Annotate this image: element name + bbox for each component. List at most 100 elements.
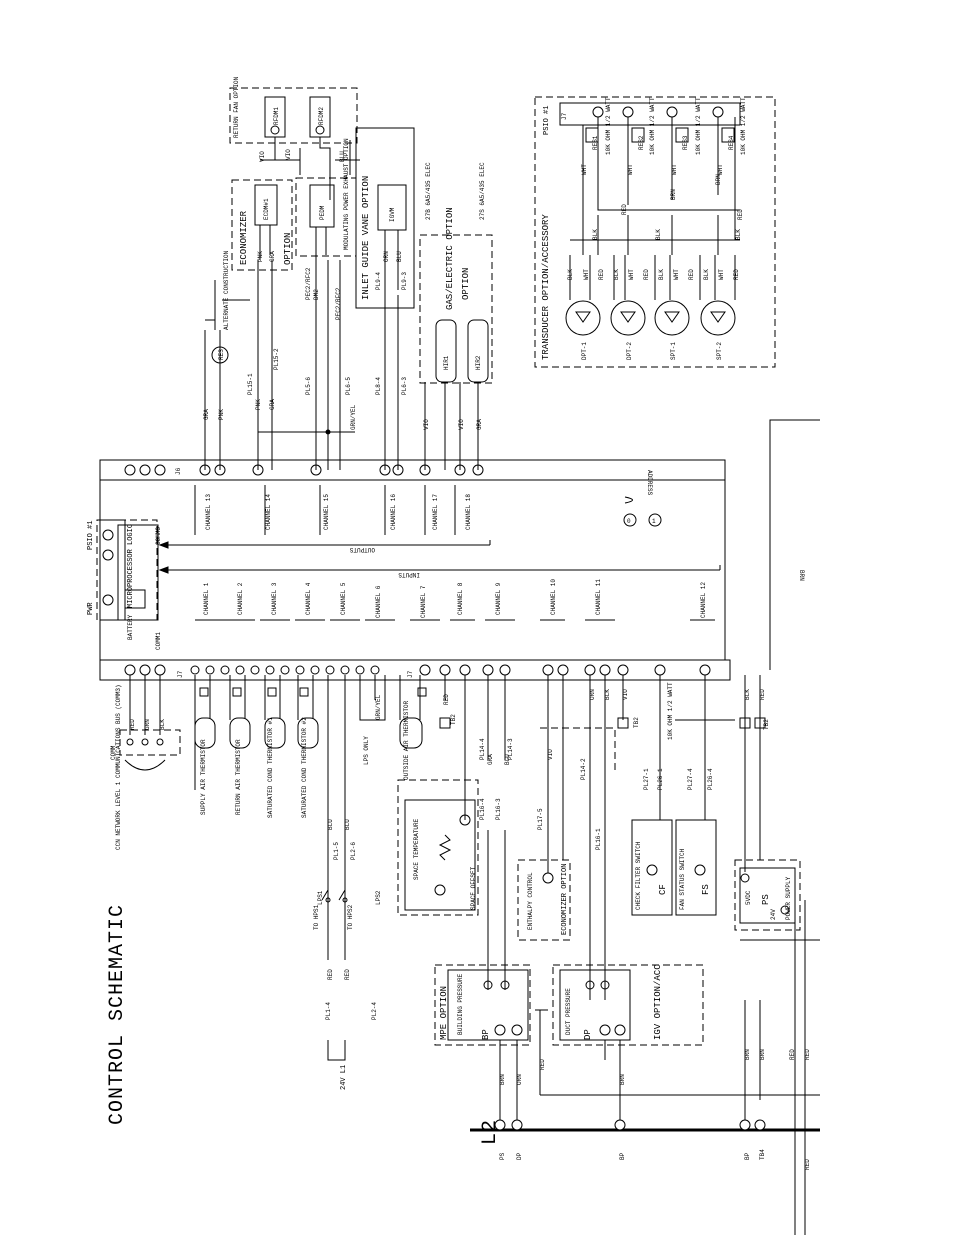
svg-text:RED: RED	[621, 204, 628, 215]
svg-text:GRN/YEL: GRN/YEL	[375, 694, 382, 720]
svg-text:RED: RED	[327, 969, 334, 980]
svg-text:DP: DP	[583, 1029, 593, 1040]
space-temp-label: SPACE TEMPERATURE	[413, 818, 420, 880]
svg-text:PL26-1: PL26-1	[657, 768, 664, 790]
svg-text:OPTION: OPTION	[461, 268, 471, 300]
svg-text:TB4: TB4	[759, 1149, 766, 1160]
svg-text:COMM3: COMM3	[155, 527, 162, 545]
svg-text:RED: RED	[344, 969, 351, 980]
svg-text:BRN: BRN	[670, 189, 677, 200]
svg-text:HIR1: HIR1	[443, 355, 450, 370]
channel-9: CHANNEL 9	[495, 582, 502, 615]
channel-3: CHANNEL 3	[271, 582, 278, 615]
svg-text:LPS2: LPS2	[375, 890, 382, 905]
channel-1: CHANNEL 1	[203, 582, 210, 615]
res4-label: RES4	[728, 135, 735, 150]
svg-text:BP: BP	[619, 1152, 626, 1160]
elec-note-2: 27S 6A5/435 ELEC	[479, 162, 486, 220]
svg-text:TB2: TB2	[450, 714, 457, 725]
svg-text:PSIO #1: PSIO #1	[87, 521, 95, 550]
svg-text:RED: RED	[759, 689, 766, 700]
svg-text:BLU: BLU	[396, 251, 403, 262]
dpt-2-label: DPT-2	[626, 342, 633, 360]
comm-connector: RED GRN BLK COMM CCN NETWORK LEVEL 1 COM…	[110, 675, 181, 850]
svg-text:PL17-5: PL17-5	[537, 808, 544, 830]
svg-text:RED: RED	[804, 1049, 811, 1060]
svg-text:PEC2/RFC2: PEC2/RFC2	[335, 287, 342, 320]
svg-text:DUCT PRESSURE: DUCT PRESSURE	[565, 988, 572, 1035]
svg-text:BLU: BLU	[339, 151, 346, 162]
mpe-option-label: MPE OPTION	[439, 986, 449, 1040]
svg-text:BP: BP	[481, 1029, 491, 1040]
svg-text:RED: RED	[598, 269, 605, 280]
psio-board: PWR PSIO #1 MICROPROCESSOR LOGIC BATTERY…	[87, 459, 731, 681]
bottom-bus: L2 PS DP BP BP TB4 BRN BRN RED RED RED B…	[470, 419, 820, 1235]
channel-17: CHANNEL 17	[432, 494, 439, 530]
svg-text:BLK: BLK	[159, 719, 166, 730]
channel-14: CHANNEL 14	[265, 494, 272, 530]
channel-8: CHANNEL 8	[457, 582, 464, 615]
svg-text:RETURN FAN OPTION: RETURN FAN OPTION	[233, 76, 240, 138]
svg-text:PL8-4: PL8-4	[375, 377, 382, 395]
svg-text:PL1-5: PL1-5	[333, 842, 340, 860]
svg-text:J7: J7	[407, 670, 414, 678]
svg-text:BLK: BLK	[703, 269, 710, 280]
svg-text:BRN: BRN	[619, 1074, 626, 1085]
svg-text:BLK: BLK	[655, 229, 662, 240]
svg-text:PS: PS	[499, 1152, 506, 1160]
svg-text:ENTHALPY CONTROL: ENTHALPY CONTROL	[527, 872, 534, 930]
svg-text:WHT: WHT	[717, 164, 724, 175]
channel-15: CHANNEL 15	[323, 494, 330, 530]
svg-text:PL2-4: PL2-4	[371, 1002, 378, 1020]
igv-option: DUCT PRESSURE DP IGV OPTION/ACC BRN	[552, 964, 704, 1100]
svg-text:PL27-4: PL27-4	[687, 768, 694, 790]
svg-text:J7: J7	[561, 112, 568, 120]
svg-text:BLU: BLU	[327, 819, 334, 830]
svg-text:PSIO #1: PSIO #1	[543, 106, 551, 135]
svg-text:GRN/YEL: GRN/YEL	[350, 404, 357, 430]
svg-text:PWR: PWR	[87, 602, 95, 615]
svg-text:MODULATING POWER EXHAUST OPTIO: MODULATING POWER EXHAUST OPTION	[343, 138, 350, 250]
svg-text:GRN: GRN	[144, 719, 151, 730]
svg-text:INPUTS: INPUTS	[398, 571, 420, 578]
outside-air: GRN/YEL LPS ONLY OUTSIDE AIR THERMISTOR …	[359, 675, 466, 780]
channel-5: CHANNEL 5	[340, 582, 347, 615]
svg-text:LPS1: LPS1	[317, 890, 324, 905]
svg-text:RED: RED	[643, 269, 650, 280]
svg-text:BRN: BRN	[744, 1049, 751, 1060]
svg-text:OPTION: OPTION	[283, 233, 293, 265]
channel-11: CHANNEL 11	[595, 579, 602, 615]
sat-cond-2-label: SATURATED COND THERMISTOR #2	[301, 717, 308, 818]
svg-text:PL14-4: PL14-4	[479, 738, 486, 760]
ps-label: PS	[761, 894, 771, 905]
svg-text:BUILDING PRESSURE: BUILDING PRESSURE	[457, 973, 464, 1035]
svg-text:HIR2: HIR2	[475, 355, 482, 370]
svg-text:VIO: VIO	[458, 419, 465, 430]
space-temperature: SPACE TEMPERATURE SPACE OFFSET GRA BLU P…	[397, 675, 514, 990]
elec-note-1: 27B 6A5/435 ELEC	[425, 162, 432, 220]
microprocessor-label: MICROPROCESSOR LOGIC	[127, 524, 135, 608]
input-channels: CHANNEL 1 CHANNEL 2 CHANNEL 3 CHANNEL 4 …	[195, 579, 715, 621]
return-air-label: RETURN AIR THERMISTOR	[235, 739, 242, 815]
svg-text:BRN: BRN	[798, 570, 805, 581]
rfdm1-label: RFDM1	[273, 107, 280, 125]
svg-text:BP: BP	[744, 1152, 751, 1160]
svg-text:WHT: WHT	[581, 164, 588, 175]
power-supply: PS 5VDC POWER SUPPLY 24V BLK RED TB2	[734, 675, 801, 1000]
svg-text:PNK: PNK	[218, 409, 225, 420]
svg-text:PL2-6: PL2-6	[350, 842, 357, 860]
inlet-guide-vane-option: INLET GUIDE VANE OPTION IGVM ORN BLU PL9…	[355, 127, 415, 309]
svg-text:BLK: BLK	[567, 269, 574, 280]
spt-2-label: SPT-2	[716, 342, 723, 360]
channel-2: CHANNEL 2	[237, 582, 244, 615]
svg-text:24V: 24V	[770, 909, 777, 920]
filter-fan-switches: ORN BLK VIO TB2 PL14-2 PL16-1 CHECK FILT…	[580, 675, 735, 1000]
svg-text:WHT: WHT	[718, 269, 725, 280]
svg-text:PL9-4: PL9-4	[375, 272, 382, 290]
svg-text:PEDM: PEDM	[319, 205, 326, 220]
svg-text:VIO: VIO	[622, 689, 629, 700]
svg-text:ADDRESS: ADDRESS	[646, 470, 653, 496]
check-filter-label: CHECK FILTER SWITCH	[635, 841, 642, 910]
j6-terminals	[124, 464, 484, 476]
